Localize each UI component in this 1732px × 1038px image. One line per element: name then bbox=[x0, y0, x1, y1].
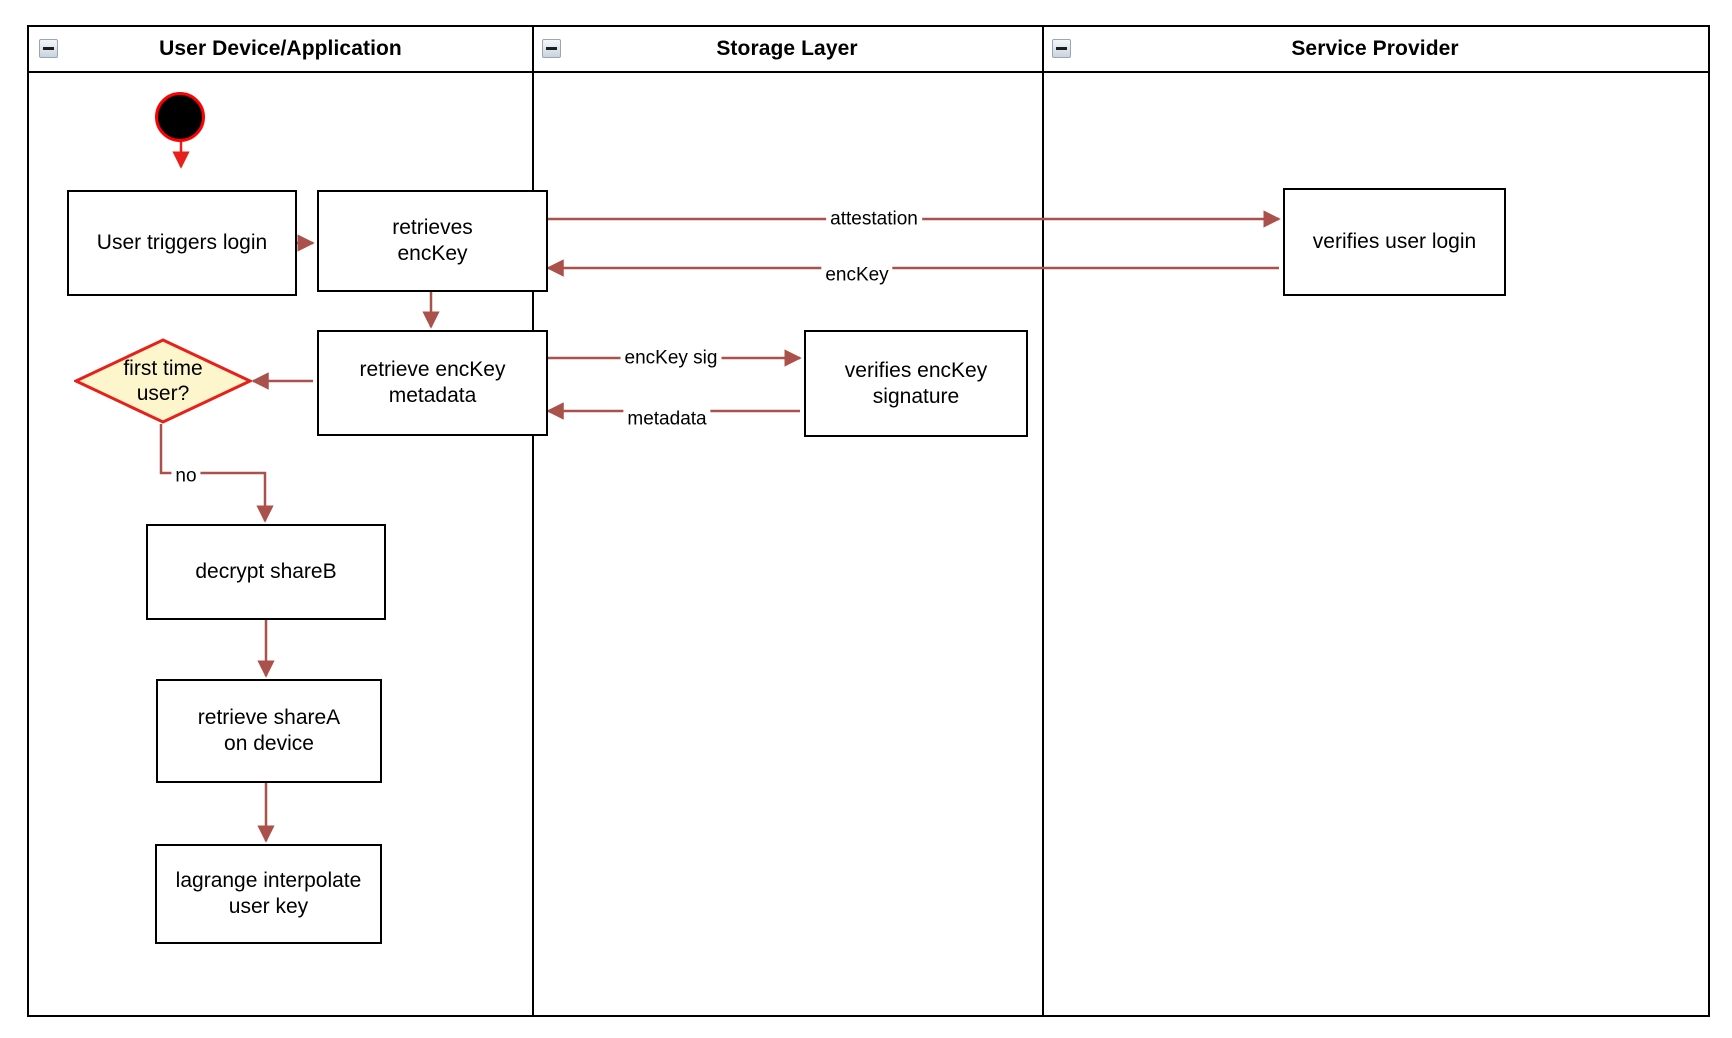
lane-title-user-device: User Device/Application bbox=[159, 37, 402, 60]
lane-header-storage-layer[interactable]: Storage Layer bbox=[532, 27, 1042, 73]
node-retrieve-sharea-on-device[interactable]: retrieve shareA on device bbox=[156, 679, 382, 783]
node-verifies-user-login[interactable]: verifies user login bbox=[1283, 188, 1506, 296]
node-retrieves-enckey[interactable]: retrieves encKey bbox=[317, 190, 548, 292]
node-lagrange-interpolate-user-key[interactable]: lagrange interpolate user key bbox=[155, 844, 382, 944]
lane-title-service-provider: Service Provider bbox=[1291, 37, 1459, 60]
lane-header-user-device[interactable]: User Device/Application bbox=[29, 27, 532, 73]
node-user-triggers-login[interactable]: User triggers login bbox=[67, 190, 297, 296]
minus-collapse-icon[interactable] bbox=[542, 39, 561, 58]
decision-diamond-shape bbox=[74, 338, 252, 424]
lane-divider-2 bbox=[1042, 27, 1044, 1015]
node-retrieve-enckey-metadata[interactable]: retrieve encKey metadata bbox=[317, 330, 548, 436]
edge-label-enckey: encKey bbox=[821, 265, 893, 285]
node-decrypt-shareb[interactable]: decrypt shareB bbox=[146, 524, 386, 620]
lane-divider-1 bbox=[532, 27, 534, 1015]
node-start[interactable] bbox=[155, 92, 205, 142]
node-first-time-user[interactable]: first time user? bbox=[74, 338, 252, 424]
node-verifies-enckey-signature[interactable]: verifies encKey signature bbox=[804, 330, 1028, 437]
node-label-first-time-user: first time user? bbox=[123, 356, 203, 405]
swimlane-pool: User Device/Application Storage Layer Se… bbox=[27, 25, 1710, 1017]
lane-title-storage-layer: Storage Layer bbox=[716, 37, 858, 60]
lane-header-service-provider[interactable]: Service Provider bbox=[1042, 27, 1708, 73]
edge-label-enckey-sig: encKey sig bbox=[620, 348, 722, 368]
edge-label-attestation: attestation bbox=[826, 209, 922, 229]
edge-label-metadata: metadata bbox=[623, 409, 711, 429]
edge-label-no: no bbox=[171, 466, 201, 486]
minus-collapse-icon[interactable] bbox=[1052, 39, 1071, 58]
minus-collapse-icon[interactable] bbox=[39, 39, 58, 58]
